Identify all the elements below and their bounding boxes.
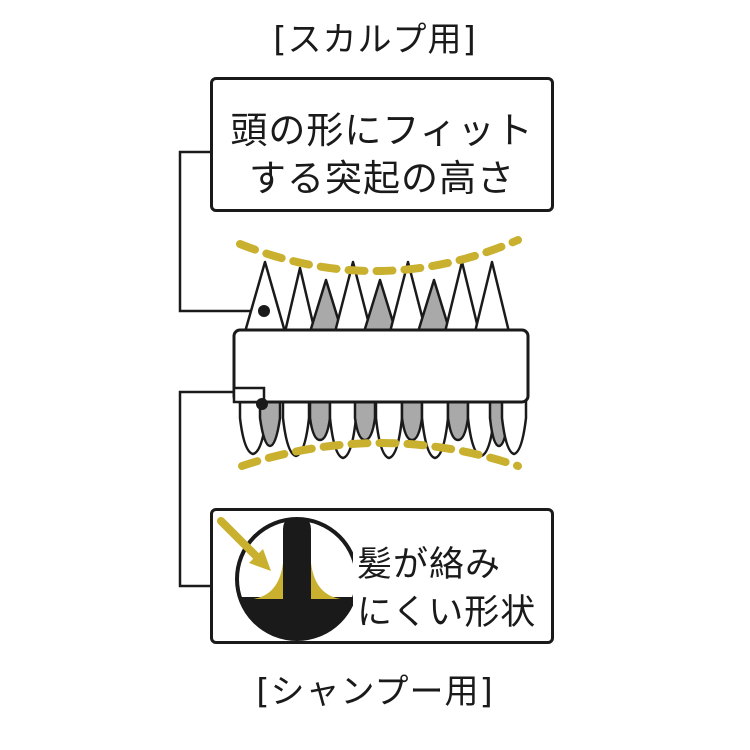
spike: [243, 260, 287, 334]
spike: [446, 398, 470, 442]
scalp-heading: [スカルプ用]: [273, 20, 477, 60]
brush-body: [232, 328, 530, 404]
spike: [443, 260, 481, 334]
spike: [473, 260, 511, 334]
shampoo-callout-box: 髪が絡み にくい形状: [210, 508, 554, 644]
shampoo-callout-line1: 髪が絡み: [357, 545, 502, 585]
scalp-leader-dot: [258, 305, 270, 317]
scalp-callout-line2: する突起の高さ: [249, 157, 515, 200]
spike: [353, 398, 377, 442]
spike: [281, 398, 311, 458]
spike: [308, 398, 332, 442]
spike: [374, 398, 404, 460]
shampoo-callout-line2: にくい形状: [357, 593, 537, 633]
scalp-callout-line1: 頭の形にフィット: [230, 109, 534, 152]
scalp-leader-line: [178, 150, 262, 313]
scalp-callout-box: 頭の形にフィット する突起の高さ: [210, 77, 554, 212]
shampoo-heading: [シャンプー用]: [256, 672, 494, 712]
head-shape-curve-top: [236, 236, 522, 275]
spike: [500, 398, 528, 456]
spike: [416, 278, 452, 334]
spike: [258, 398, 282, 448]
spike: [283, 266, 317, 334]
shampoo-leader-dot: [256, 398, 268, 410]
head-shape-curve-bottom: [238, 439, 522, 470]
pin-shape-icon: [217, 517, 353, 641]
shampoo-spikes: [238, 398, 528, 460]
spike: [420, 398, 450, 460]
brush-notch: [232, 386, 266, 404]
spike: [400, 398, 424, 442]
